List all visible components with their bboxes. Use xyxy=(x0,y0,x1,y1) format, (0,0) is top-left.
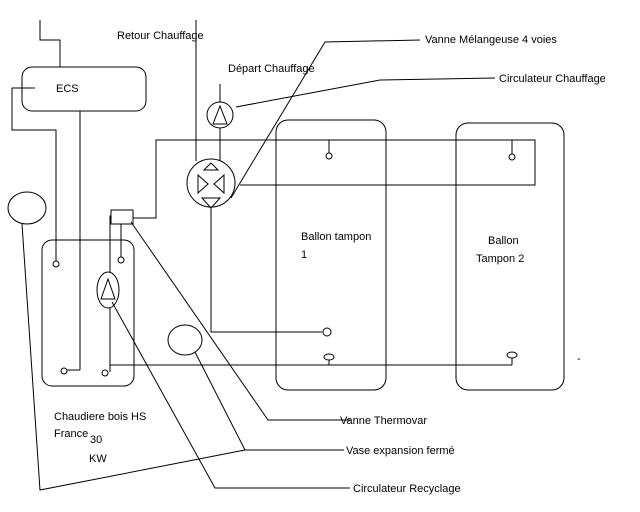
piping xyxy=(11,20,536,372)
label-chaudiere-line1: Chaudiere bois HS xyxy=(54,411,146,423)
label-chaudiere-unit: KW xyxy=(89,453,107,465)
leader-lines xyxy=(21,39,496,491)
vase-expansion-vessel xyxy=(167,324,203,356)
label-vanne-thermovar: Vanne Thermovar xyxy=(340,415,427,427)
port-markers xyxy=(52,152,518,377)
chaudiere-bois xyxy=(41,239,135,387)
label-retour-chauffage: Retour Chauffage xyxy=(117,30,204,42)
label-ballon-2-line1: Ballon xyxy=(488,235,519,247)
label-ballon-2-line2: Tampon 2 xyxy=(476,253,524,265)
label-chaudiere-line2: France xyxy=(54,428,88,440)
label-ecs: ECS xyxy=(56,83,79,95)
ballon-tampon-1 xyxy=(275,119,387,391)
label-vase-expansion: Vase expansion fermé xyxy=(346,445,455,457)
ecs-tank xyxy=(21,66,147,112)
circulateur-chauffage-pump xyxy=(206,101,234,129)
label-circulateur-chauffage: Circulateur Chauffage xyxy=(499,73,606,85)
stray-mark: - xyxy=(577,353,581,365)
ecs-expansion-circle xyxy=(7,191,47,225)
vanne-melangeuse-valve xyxy=(186,158,236,209)
label-vanne-melangeuse: Vanne Mélangeuse 4 voies xyxy=(425,34,557,46)
label-chaudiere-power: 30 xyxy=(90,434,102,446)
label-ballon-1-line1: Ballon tampon xyxy=(301,231,371,243)
label-circulateur-recyclage: Circulateur Recyclage xyxy=(353,483,461,495)
label-ballon-1-line2: 1 xyxy=(301,249,307,261)
label-depart-chauffage: Départ Chauffage xyxy=(228,63,315,75)
circulateur-recyclage-pump xyxy=(96,271,120,309)
ballon-tampon-2 xyxy=(455,122,565,391)
